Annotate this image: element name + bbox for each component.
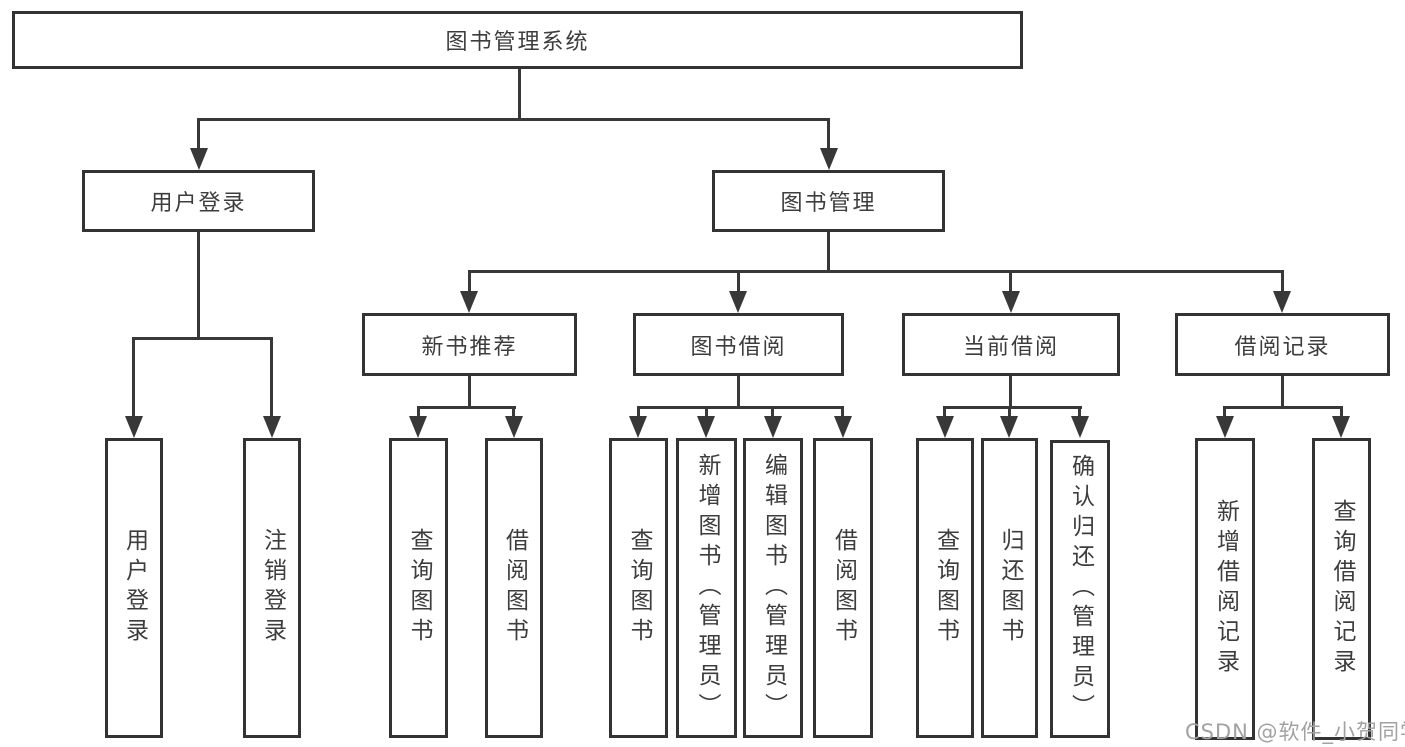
connector-line-vertical <box>827 118 830 152</box>
connector-line-vertical <box>1281 376 1284 409</box>
arrowhead-down-icon <box>1071 416 1089 438</box>
arrowhead-down-icon <box>1332 416 1350 438</box>
arrowhead-down-icon <box>409 416 427 438</box>
connector-line-vertical <box>771 406 774 418</box>
connector-line-vertical <box>197 118 200 152</box>
connector-line-vertical <box>827 232 830 272</box>
node-borrowing-records: 借阅记录 <box>1175 313 1390 376</box>
connector-line-vertical <box>512 406 515 418</box>
arrowhead-down-icon <box>505 416 523 438</box>
arrowhead-down-icon <box>1216 416 1234 438</box>
csdn-watermark: CSDN @软件_小贺同学 <box>1185 720 1405 744</box>
connector-line-vertical <box>270 337 273 419</box>
connector-line-vertical <box>841 406 844 418</box>
connector-line-vertical <box>1009 376 1012 409</box>
connector-line-horizontal <box>417 406 516 409</box>
connector-line-vertical <box>637 406 640 418</box>
arrowhead-down-icon <box>764 416 782 438</box>
leaf-current-return-books: 归还图书 <box>981 438 1038 738</box>
arrowhead-down-icon <box>1273 291 1291 313</box>
leaf-logout: 注销登录 <box>243 438 301 738</box>
connector-line-horizontal <box>468 270 1284 273</box>
connector-line-vertical <box>417 406 420 418</box>
connector-line-horizontal <box>197 118 830 121</box>
leaf-borrow-edit-books-admin: 编辑图书（管理员） <box>743 438 803 738</box>
arrowhead-down-icon <box>697 416 715 438</box>
arrowhead-down-icon <box>629 416 647 438</box>
leaf-current-query-books: 查询图书 <box>916 438 974 738</box>
leaf-borrow-borrow-books: 借阅图书 <box>813 438 873 738</box>
leaf-borrow-add-books-admin: 新增图书（管理员） <box>676 438 737 738</box>
node-current-borrowing: 当前借阅 <box>902 313 1120 376</box>
connector-line-vertical <box>705 406 708 418</box>
leaf-borrow-query-books: 查询图书 <box>609 438 668 738</box>
connector-line-horizontal <box>132 337 273 340</box>
arrowhead-down-icon <box>834 416 852 438</box>
arrowhead-down-icon <box>1002 291 1020 313</box>
connector-line-vertical <box>737 376 740 409</box>
connector-line-horizontal <box>1223 406 1343 409</box>
arrowhead-down-icon <box>125 416 143 438</box>
leaf-records-add-record: 新增借阅记录 <box>1195 438 1255 740</box>
connector-line-vertical <box>1009 270 1012 295</box>
node-root: 图书管理系统 <box>12 11 1023 69</box>
connector-line-vertical <box>197 232 200 337</box>
connector-line-vertical <box>737 270 740 295</box>
node-book-borrowing: 图书借阅 <box>633 313 844 376</box>
connector-line-vertical <box>1281 270 1284 295</box>
leaf-user-login: 用户登录 <box>105 438 163 738</box>
arrowhead-down-icon <box>729 291 747 313</box>
connector-line-vertical <box>1340 406 1343 418</box>
node-user-login: 用户登录 <box>82 170 315 232</box>
connector-line-vertical <box>468 376 471 409</box>
arrowhead-down-icon <box>820 148 838 170</box>
leaf-current-confirm-return-admin: 确认归还（管理员） <box>1050 440 1110 738</box>
connector-line-vertical <box>132 337 135 419</box>
connector-line-vertical <box>468 270 471 295</box>
connector-line-vertical <box>518 69 521 118</box>
arrowhead-down-icon <box>1000 416 1018 438</box>
connector-line-vertical <box>1223 406 1226 418</box>
arrowhead-down-icon <box>190 148 208 170</box>
leaf-recommend-borrow-books: 借阅图书 <box>485 438 543 738</box>
connector-line-horizontal <box>637 406 844 409</box>
node-book-management: 图书管理 <box>712 170 945 232</box>
connector-line-horizontal <box>943 406 1082 409</box>
connector-line-vertical <box>1008 406 1011 418</box>
connector-line-vertical <box>943 406 946 418</box>
arrowhead-down-icon <box>263 416 281 438</box>
arrowhead-down-icon <box>460 291 478 313</box>
connector-line-vertical <box>1078 406 1081 418</box>
node-new-book-recommend: 新书推荐 <box>362 313 577 376</box>
leaf-records-query-record: 查询借阅记录 <box>1312 438 1371 740</box>
leaf-recommend-query-books: 查询图书 <box>389 438 448 738</box>
arrowhead-down-icon <box>936 416 954 438</box>
